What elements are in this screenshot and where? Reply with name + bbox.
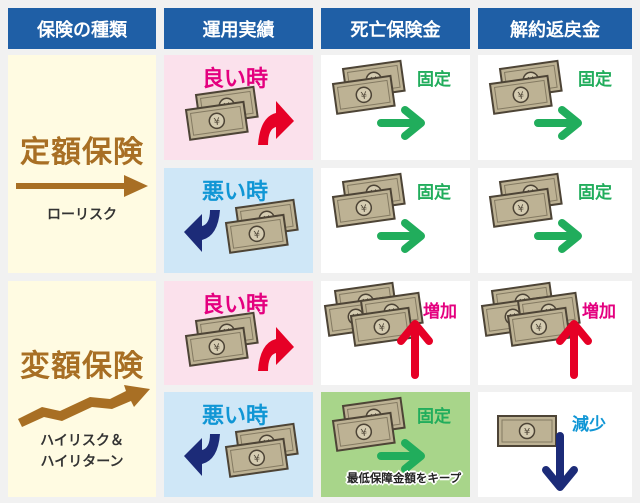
curved-up-arrow-icon — [258, 101, 294, 145]
fixed-tag: 固定 — [578, 70, 612, 90]
increase-tag: 増加 — [582, 302, 616, 322]
rising-arrow-icon — [18, 385, 150, 427]
right-arrow-icon — [381, 220, 441, 260]
curved-down-arrow-icon — [184, 210, 220, 252]
fixed-risk-label: ローリスク — [47, 207, 117, 223]
fixed-tag: 固定 — [578, 183, 612, 203]
fixed-good-surrender-cell: 固定 — [478, 55, 632, 160]
fixed-bad-death-cell: 固定 — [321, 168, 470, 273]
fixed-tag: 固定 — [417, 407, 451, 427]
variable-risk-label-2: ハイリターン — [40, 454, 124, 470]
right-arrow-icon — [538, 107, 598, 147]
bad-time-label: 悪い時 — [202, 180, 269, 205]
money-icon — [226, 208, 306, 268]
good-time-label: 良い時 — [202, 67, 269, 92]
fixed-insurance-name: 定額保険 — [20, 135, 144, 170]
variable-bad-performance-cell: 悪い時 — [164, 392, 313, 497]
curved-up-arrow-icon — [258, 327, 294, 371]
money-icon — [226, 432, 306, 492]
header-performance: 運用実績 — [164, 8, 313, 49]
fixed-tag: 固定 — [417, 70, 451, 90]
fixed-good-death-cell: 固定 — [321, 55, 470, 160]
fixed-bad-surrender-cell: 固定 — [478, 168, 632, 273]
variable-good-death-cell: 増加 — [321, 281, 470, 385]
right-arrow-icon — [538, 220, 598, 260]
variable-bad-surrender-cell: 減少 — [478, 392, 632, 497]
decrease-tag: 減少 — [572, 415, 606, 435]
variable-insurance-name: 変額保険 — [20, 349, 144, 384]
fixed-bad-performance-cell: 悪い時 — [164, 168, 313, 273]
down-arrow-icon — [542, 432, 582, 494]
variable-insurance-cell: 変額保険 ハイリスク＆ ハイリターン — [8, 281, 156, 497]
curved-down-arrow-icon — [184, 434, 220, 476]
fixed-tag: 固定 — [417, 183, 451, 203]
variable-risk-label-1: ハイリスク＆ — [40, 433, 124, 449]
up-arrow-icon — [556, 319, 596, 381]
up-arrow-icon — [397, 319, 437, 381]
variable-good-surrender-cell: 増加 — [478, 281, 632, 385]
good-time-label: 良い時 — [202, 293, 269, 318]
increase-tag: 増加 — [423, 302, 457, 322]
fixed-good-performance-cell: 良い時 — [164, 55, 313, 160]
header-insurance-type: 保険の種類 — [8, 8, 156, 49]
right-arrow-icon — [381, 107, 441, 147]
bad-time-label: 悪い時 — [202, 404, 269, 429]
minimum-guarantee-note: 最低保障金額をキープ — [346, 471, 462, 485]
variable-good-performance-cell: 良い時 — [164, 281, 313, 385]
fixed-insurance-cell: 定額保険 ローリスク — [8, 55, 156, 273]
variable-bad-death-cell: 固定 — [321, 392, 470, 497]
header-death-benefit: 死亡保険金 — [321, 8, 470, 49]
header-surrender-value: 解約返戻金 — [478, 8, 632, 49]
flat-arrow-icon — [16, 175, 148, 197]
